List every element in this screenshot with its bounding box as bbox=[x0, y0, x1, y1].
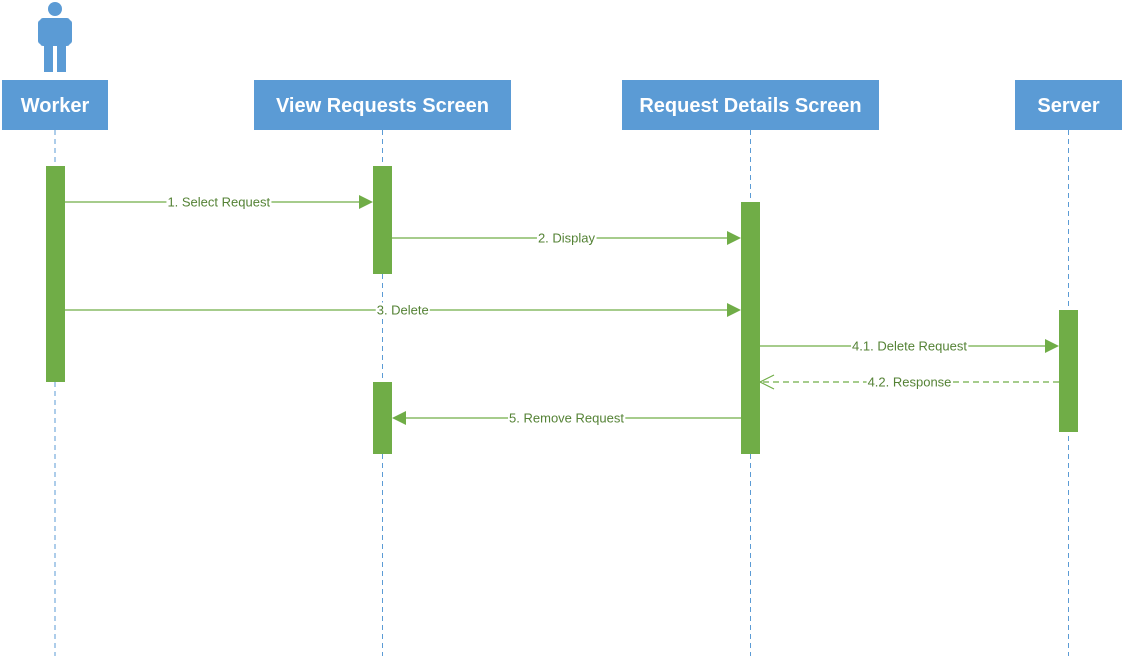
lifeline-label-view-requests: View Requests Screen bbox=[276, 95, 489, 117]
message-6: 5. Remove Request bbox=[392, 410, 741, 426]
lifeline-header-request-details: Request Details Screen bbox=[622, 80, 879, 130]
message-label-background bbox=[536, 230, 597, 246]
person-icon bbox=[38, 2, 72, 72]
lifeline-header-worker: Worker bbox=[2, 80, 108, 130]
filled-arrowhead bbox=[727, 303, 741, 317]
lifeline-header-server: Server bbox=[1015, 80, 1122, 130]
message-label: 5. Remove Request bbox=[509, 411, 624, 426]
message-label: 1. Select Request bbox=[167, 195, 270, 210]
message-label-background bbox=[866, 374, 953, 390]
activation-bar-view-requests-2 bbox=[373, 382, 392, 454]
activation-bar-request-details bbox=[741, 202, 760, 454]
filled-arrowhead bbox=[359, 195, 373, 209]
message-3: 3. Delete bbox=[64, 302, 741, 318]
message-1: 1. Select Request bbox=[64, 194, 373, 210]
lifeline-box-server bbox=[1015, 80, 1122, 130]
message-label: 2. Display bbox=[538, 231, 596, 246]
activation-bar-server bbox=[1059, 310, 1078, 432]
filled-arrowhead bbox=[1045, 339, 1059, 353]
message-label: 3. Delete bbox=[377, 303, 429, 318]
filled-arrowhead bbox=[392, 411, 406, 425]
lifeline-header-view-requests: View Requests Screen bbox=[254, 80, 511, 130]
open-arrowhead bbox=[758, 374, 775, 390]
message-label-background bbox=[851, 338, 969, 354]
message-label-background bbox=[166, 194, 272, 210]
lifeline-box-view-requests bbox=[254, 80, 511, 130]
lifeline-label-server: Server bbox=[1037, 95, 1099, 117]
message-5: 4.2. Response bbox=[758, 374, 1059, 390]
message-label-background bbox=[375, 302, 430, 318]
message-label-background bbox=[508, 410, 626, 426]
message-label: 4.2. Response bbox=[868, 375, 952, 390]
lifeline-label-request-details: Request Details Screen bbox=[639, 95, 861, 117]
filled-arrowhead bbox=[727, 231, 741, 245]
message-2: 2. Display bbox=[392, 230, 741, 246]
activation-bar-view-requests-1 bbox=[373, 166, 392, 274]
lifeline-label-worker: Worker bbox=[21, 95, 90, 117]
lifeline-box-worker bbox=[2, 80, 108, 130]
message-4: 4.1. Delete Request bbox=[760, 338, 1059, 354]
lifeline-box-request-details bbox=[622, 80, 879, 130]
message-label: 4.1. Delete Request bbox=[852, 339, 967, 354]
activation-bar-worker bbox=[46, 166, 65, 382]
